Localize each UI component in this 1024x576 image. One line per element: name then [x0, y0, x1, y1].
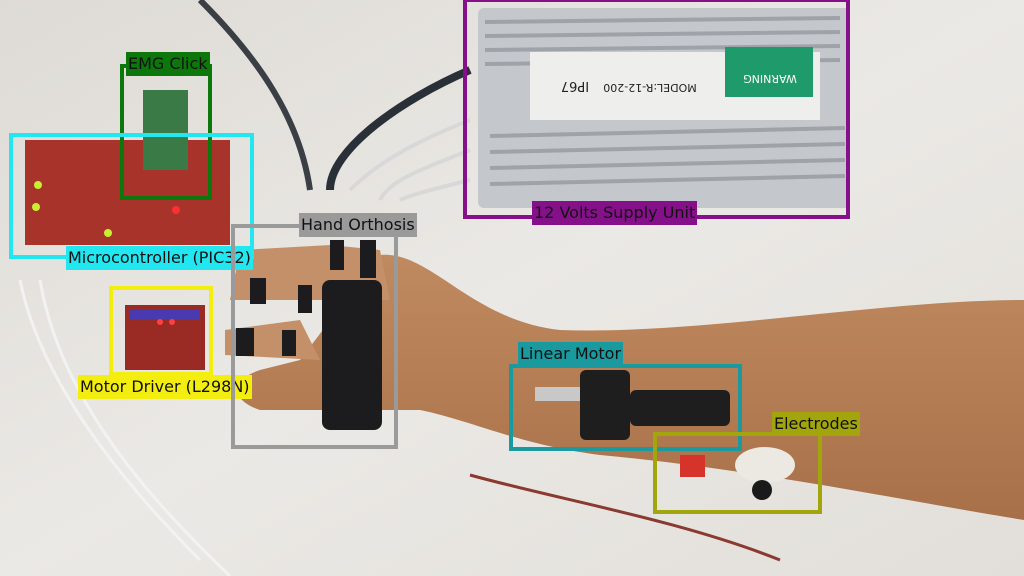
supply-unit-box — [463, 0, 850, 219]
pic32-board — [25, 140, 230, 245]
forearm — [237, 254, 1024, 521]
electrodes-box — [653, 432, 822, 514]
microcontroller-label: Microcontroller (PIC32) — [66, 246, 253, 270]
emg-click-board — [143, 90, 188, 170]
motor-driver-label: Motor Driver (L298N) — [78, 375, 252, 399]
hand-orthosis-label: Hand Orthosis — [299, 213, 417, 237]
microcontroller-box — [9, 133, 254, 259]
linear-motor — [580, 370, 630, 440]
emg-click-label: EMG Click — [126, 52, 210, 76]
motor-driver-box — [109, 286, 213, 376]
supply-model-text: MODEL:R-12-200 — [603, 81, 697, 94]
linear-motor-box — [509, 364, 742, 451]
linear-motor-label: Linear Motor — [518, 342, 624, 366]
supply-rating-text: IP67 — [561, 78, 589, 93]
power-supply: WARNING MODEL:R-12-200 IP67 — [478, 8, 850, 208]
hand-orthosis-box — [231, 224, 398, 449]
orthosis-strap — [322, 280, 382, 430]
supply-warning-text: WARNING — [743, 72, 797, 85]
electrode-pad — [735, 447, 795, 483]
electrodes-label: Electrodes — [772, 412, 860, 436]
supply-unit-label: 12 Volts Supply Unit — [532, 201, 698, 225]
hand-fingers — [225, 245, 390, 360]
